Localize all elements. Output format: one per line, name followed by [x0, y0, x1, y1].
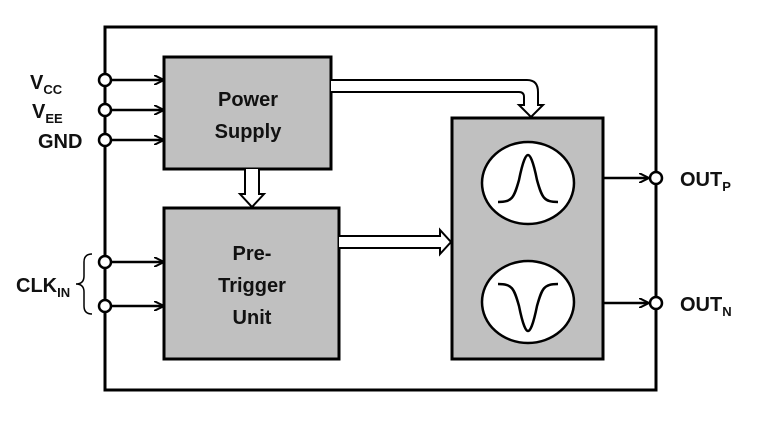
gnd-label: GND — [38, 131, 82, 153]
negative-pulse-icon — [480, 259, 576, 345]
power-supply-block: Power Supply — [162, 55, 333, 171]
pre-trigger-label-line1: Pre- — [233, 243, 272, 265]
vee-pin — [97, 102, 163, 118]
clk-brace — [75, 253, 93, 315]
outn-label: OUTN — [680, 294, 732, 319]
outp-pin — [604, 170, 664, 186]
pretrigger-to-pulsegen-arrow — [339, 227, 453, 257]
power-supply-label-line1: Power — [218, 89, 278, 111]
pre-trigger-label-line2: Trigger — [218, 275, 286, 297]
positive-pulse-icon — [480, 140, 576, 226]
outn-pin — [604, 295, 664, 311]
power-to-pretrigger-arrow — [237, 169, 267, 209]
clk-pin-1 — [97, 254, 163, 270]
pre-trigger-label-line3: Unit — [233, 307, 272, 329]
power-to-pulsegen-arrow — [331, 79, 546, 119]
pre-trigger-block: Pre- Trigger Unit — [162, 206, 341, 361]
clk-pin-2 — [97, 298, 163, 314]
chip-outline — [103, 25, 658, 392]
outp-label: OUTP — [680, 169, 731, 194]
clk-label: CLKIN — [16, 275, 70, 300]
vcc-label: VCC — [30, 72, 63, 97]
pulse-generator-block — [450, 116, 605, 361]
vcc-pin — [97, 72, 163, 88]
gnd-pin — [97, 132, 163, 148]
vee-label: VEE — [32, 101, 63, 126]
power-supply-label-line2: Supply — [215, 121, 283, 143]
